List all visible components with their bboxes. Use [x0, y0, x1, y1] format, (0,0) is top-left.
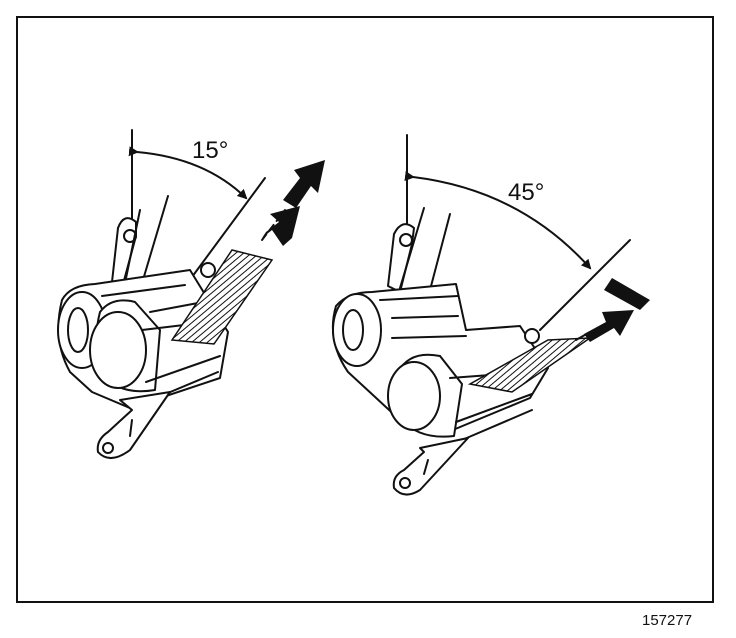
right-pull-arrow-large [604, 278, 650, 310]
left-angle-arc [128, 146, 248, 200]
left-angle-label: 15° [192, 137, 228, 164]
right-angle-label: 45° [508, 179, 544, 206]
left-belt-webbing [170, 249, 274, 345]
right-incline-line [539, 239, 631, 331]
right-pull-arrow-small [584, 310, 634, 342]
right-view: 45° [331, 134, 650, 496]
right-angle-arc [404, 171, 592, 270]
left-view: 15° [57, 129, 325, 459]
left-pull-arrow-small [262, 206, 300, 246]
left-pull-arrow-large [283, 160, 325, 208]
figure-frame [16, 16, 714, 603]
left-lower-bracket [96, 391, 171, 459]
right-lower-bracket [392, 437, 469, 496]
figure-number: 157277 [642, 612, 692, 629]
left-pull-arrow-dashes [261, 209, 286, 241]
right-pull-arrow-tail [575, 331, 591, 341]
